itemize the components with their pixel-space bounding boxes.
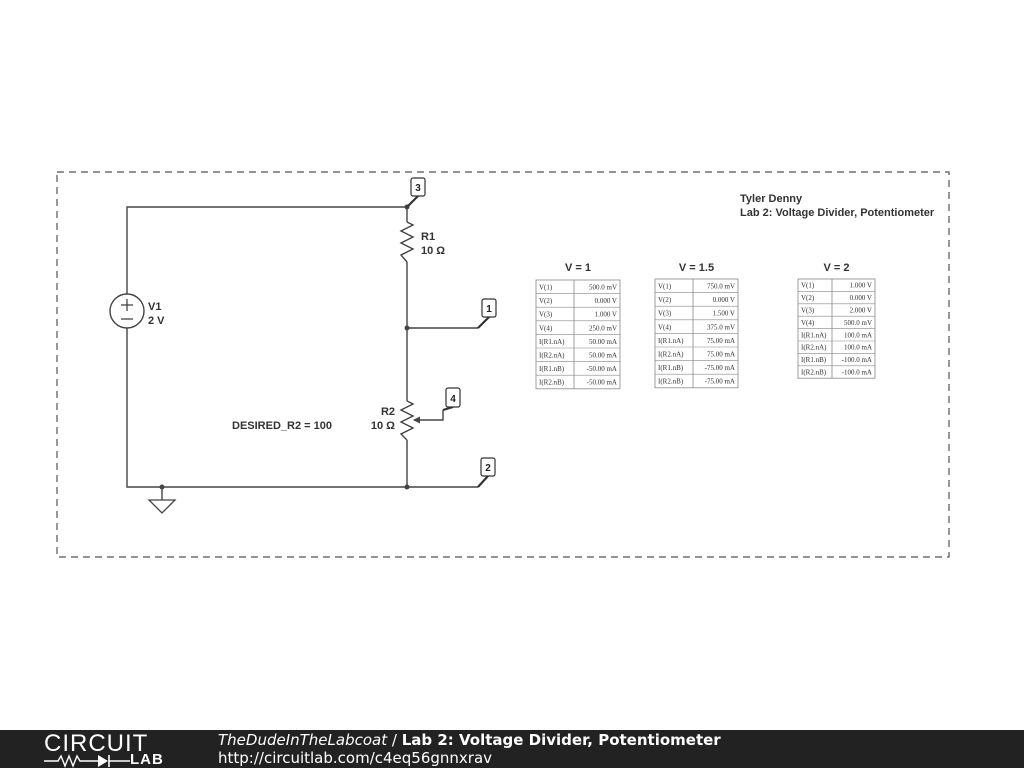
table-cell-name: V(3) [539,311,553,319]
table-cell-name: I(R2.nA) [801,344,827,352]
table-cell-value: 250.0 mV [589,324,617,332]
logo-text-bottom: LAB [130,751,164,768]
circuit-title: Lab 2: Voltage Divider, Potentiometer [401,731,721,749]
table-cell-value: 75.00 mA [707,351,735,359]
table-cell-name: V(2) [539,297,553,305]
table-cell-name: I(R2.nA) [539,352,565,360]
table-cell-name: V(3) [658,310,672,318]
v1-value-label: 2 V [148,315,165,327]
table-cell-name: V(4) [539,324,553,332]
table-cell-value: -100.0 mA [842,368,872,376]
result-table: V = 1 V(1) 500.0 mV V(2) 0.000 V V(3) 1.000 V V… [535,262,621,390]
table-cell-value: -75.00 mA [705,364,735,372]
table-cell-value: -75.00 mA [705,378,735,386]
r1-name-label: R1 [421,231,435,243]
table-cell-name: V(3) [801,306,815,314]
table-cell-value: 0.000 V [850,294,872,302]
title-note: Lab 2: Voltage Divider, Potentiometer [740,207,935,219]
table-cell-value: 50.00 mA [589,352,617,360]
v1-name-label: V1 [148,301,161,313]
node-flag-4[interactable]: 4 [442,387,461,412]
author-link[interactable]: TheDudeInTheLabcoat [218,731,388,749]
author-note: Tyler Denny [740,193,803,205]
footer-title-line: TheDudeInTheLabcoat / Lab 2: Voltage Div… [218,731,721,749]
logo-text-top: CIRCUIT [44,730,149,757]
table-cell-value: 0.000 V [713,296,735,304]
table-cell-value: 0.000 V [595,297,617,305]
table-cell-name: V(1) [658,283,672,291]
junction-dot [404,484,410,490]
table-cell-value: -100.0 mA [842,356,872,364]
table-cell-name: I(R1.nB) [801,356,827,364]
junction-dot [404,325,410,331]
node-label: 1 [486,304,492,315]
table-cell-name: V(2) [658,296,672,304]
table-title: V = 1 [565,262,591,274]
table-cell-name: I(R1.nA) [539,338,565,346]
table-cell-name: I(R2.nA) [658,351,684,359]
node-label: 2 [485,463,491,474]
node-flag-1[interactable]: 1 [477,298,497,329]
table-cell-value: 1.500 V [713,310,735,318]
table-cell-value: 100.0 mA [844,331,872,339]
ground-symbol [147,499,177,514]
table-cell-name: I(R1.nA) [801,331,827,339]
voltage-source-v1[interactable] [109,293,145,329]
table-cell-value: 100.0 mA [844,344,872,352]
footer-bar: CIRCUIT LAB TheDudeInTheLabcoat / Lab 2:… [0,730,1024,768]
result-table: V = 2 V(1) 1.000 V V(2) 0.000 V V(3) 2.000 V V(… [797,262,876,379]
table-cell-name: V(1) [801,282,815,290]
param-label: DESIRED_R2 = 100 [232,420,332,432]
resistor-r1[interactable] [399,221,415,263]
schematic-border [56,171,950,558]
table-cell-value: 500.0 mV [589,284,617,292]
wiper-arrow-icon [413,416,420,424]
circuit-logo-icon [44,754,130,768]
table-cell-name: V(4) [658,323,672,331]
table-cell-name: I(R2.nB) [539,379,565,387]
table-cell-value: 1.000 V [595,311,617,319]
table-cell-value: 2.000 V [850,306,872,314]
table-cell-name: V(4) [801,319,815,327]
r2-value-label: 10 Ω [371,420,395,432]
table-cell-value: 500.0 mV [844,319,872,327]
table-cell-value: 50.00 mA [589,338,617,346]
node-flag-3[interactable]: 3 [406,177,426,208]
table-cell-value: 1.000 V [850,282,872,290]
footer-separator: / [387,731,402,749]
node-label: 3 [415,183,421,194]
table-cell-name: I(R1.nA) [658,337,684,345]
potentiometer-r2[interactable] [399,400,415,441]
table-cell-name: V(1) [539,284,553,292]
r2-name-label: R2 [381,406,395,418]
r1-value-label: 10 Ω [421,245,445,257]
node-label: 4 [450,394,456,405]
circuitlab-logo[interactable]: CIRCUIT LAB [42,732,182,768]
circuit-url-link[interactable]: http://circuitlab.com/c4eq56gnnxrav [218,749,493,767]
table-cell-value: -50.00 mA [587,365,617,373]
table-cell-value: 75.00 mA [707,337,735,345]
table-cell-value: -50.00 mA [587,379,617,387]
schematic-canvas: V1 2 V R1 10 Ω R2 10 Ω DESIRED_R2 = 100 … [56,171,950,558]
wires [126,206,478,500]
table-cell-value: 750.0 mV [707,283,735,291]
result-tables: V = 1V(1)500.0 mVV(2)0.000 VV(3)1.000 VV… [535,262,876,390]
table-title: V = 1.5 [679,262,714,274]
node-flag-2[interactable]: 2 [477,457,496,488]
junction-dot [159,484,165,490]
table-cell-name: V(2) [801,294,815,302]
result-table: V = 1.5V(1) 750.0 mV V(2) 0.000 V V(3) 1.500 … [654,262,739,389]
table-cell-name: I(R1.nB) [658,364,684,372]
table-cell-value: 375.0 mV [707,323,735,331]
table-cell-name: I(R2.nB) [658,378,684,386]
table-cell-name: I(R1.nB) [539,365,565,373]
table-title: V = 2 [824,262,850,274]
table-cell-name: I(R2.nB) [801,368,827,376]
